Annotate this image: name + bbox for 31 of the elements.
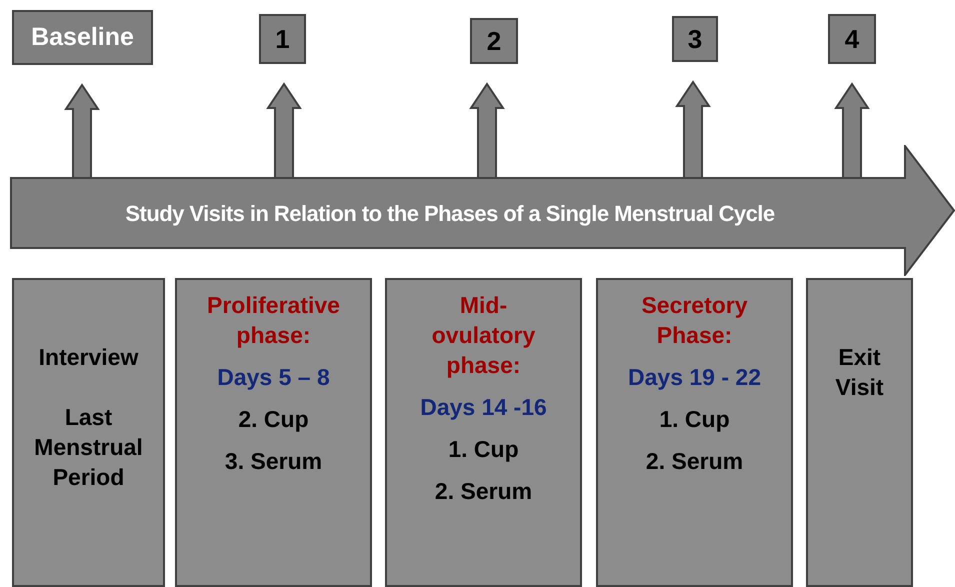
visit-label-box: Baseline xyxy=(12,10,153,65)
list-item: 2. Cup xyxy=(238,405,309,434)
visit-label-box: 4 xyxy=(828,14,876,64)
day-range: Days 19 - 22 xyxy=(628,363,761,392)
phase-box xyxy=(175,278,372,587)
list-item: 1. Cup xyxy=(659,405,730,434)
up-arrow xyxy=(64,83,100,179)
list-item: 2. Serum xyxy=(434,477,532,506)
visit-label-box: 1 xyxy=(259,14,306,64)
list-item: 1. Cup xyxy=(448,435,519,464)
box-text: Last Menstrual Period xyxy=(33,403,144,492)
day-range: Days 5 – 8 xyxy=(217,363,330,392)
phase-heading: Proliferative phase: xyxy=(206,291,341,350)
phase-box xyxy=(12,278,165,587)
up-arrow xyxy=(469,82,505,179)
box-text: Exit Visit xyxy=(834,343,885,402)
visit-label-box: 2 xyxy=(470,18,518,64)
up-arrow xyxy=(834,82,870,179)
phase-box xyxy=(806,278,913,587)
phase-heading: Secretory Phase: xyxy=(640,291,749,350)
phase-box xyxy=(385,278,582,587)
list-item: 3. Serum xyxy=(224,447,322,476)
box-text: Interview xyxy=(38,343,140,372)
visit-label-box: 3 xyxy=(672,16,718,62)
timeline-title: Study Visits in Relation to the Phases of a Single Menstrual Cycle xyxy=(125,200,775,228)
phase-box xyxy=(596,278,793,587)
phase-heading: Mid-ovulatory phase: xyxy=(430,291,536,380)
day-range: Days 14 -16 xyxy=(420,393,547,422)
up-arrow xyxy=(675,80,711,179)
list-item: 2. Serum xyxy=(646,447,744,476)
up-arrow xyxy=(266,82,302,179)
